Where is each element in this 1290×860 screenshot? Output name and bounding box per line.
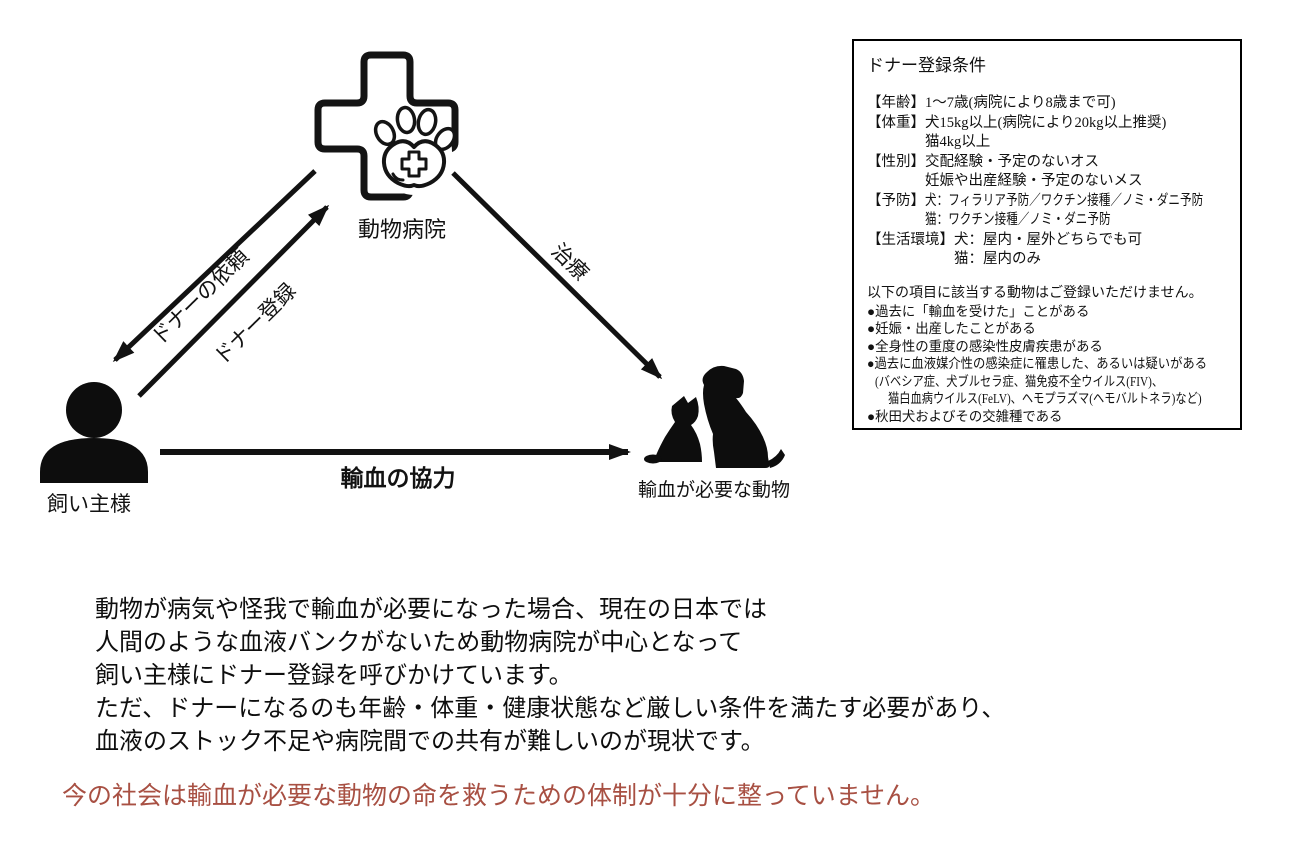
donor-box-title: ドナー登録条件 (867, 56, 986, 75)
exclusion-line: ●妊娠・出産したことがある (867, 321, 1036, 337)
condition-line: 猫4kg以上 (925, 134, 991, 150)
animals-label: 輸血が必要な動物 (638, 479, 790, 501)
exclusion-line: ●全身性の重度の感染性皮膚疾患がある (867, 338, 1103, 354)
description-line: 人間のような血液バンクがないため動物病院が中心となって (95, 630, 743, 656)
arrow-label-transfusion-cooperation: 輸血の協力 (341, 465, 456, 491)
cat-icon (644, 396, 702, 464)
animal-hospital-icon (314, 51, 459, 201)
description-paragraph: 動物が病気や怪我で輸血が必要になった場合、現在の日本では 人間のような血液バンク… (95, 594, 1005, 759)
owner-person-icon (40, 382, 148, 483)
arrow-donor-registration (137, 204, 330, 398)
description-line: 血液のストック不足や病院間での共有が難しいのが現状です。 (95, 729, 765, 755)
exclusion-intro: 以下の項目に該当する動物はご登録いただけません。 (867, 285, 1203, 301)
condition-line: 【予防】犬：フィラリア予防／ワクチン接種／ノミ・ダニ予防 (867, 192, 1204, 209)
owner-label: 飼い主様 (47, 492, 131, 516)
condition-line: 【生活環境】犬：屋内・屋外どちらでも可 (867, 231, 1143, 248)
exclusion-line: 猫白血病ウイルス(FeLV)、ヘモプラズマ(ヘモバルトネラ)など) (888, 391, 1202, 407)
exclusion-line: ●過去に「輸血を受けた」ことがある (867, 303, 1090, 319)
condition-line: 【性別】交配経験・予定のないオス (867, 153, 1099, 170)
dog-icon (702, 365, 785, 468)
condition-line: 【体重】犬15kg以上(病院により20kg以上推奨) (867, 114, 1167, 131)
arrow-label-donor-registration: ドナー登録 (209, 279, 301, 370)
arrow-donor-request (112, 169, 317, 363)
arrow-treatment (451, 171, 663, 380)
condition-line: 猫：ワクチン接種／ノミ・ダニ予防 (925, 212, 1111, 228)
description-line: ただ、ドナーになるのも年齢・体重・健康状態など厳しい条件を満たす必要があり、 (95, 696, 1006, 722)
condition-line: 【年齢】1～7歳(病院により8歳まで可) (867, 95, 1116, 111)
hospital-label: 動物病院 (358, 217, 446, 242)
exclusion-line: ●秋田犬およびその交雑種である (867, 409, 1063, 425)
plus-icon (400, 150, 428, 178)
transfusion-triangle-diagram: ドナーの依頼 ドナー登録 治療 輸血の協力 動物病院 飼い主様 (40, 51, 790, 516)
warning-text: 今の社会は輸血が必要な動物の命を救うための体制が十分に整っていません。 (62, 783, 936, 810)
donor-conditions-panel: ドナー登録条件 【年齢】1～7歳(病院により8歳まで可) 【体重】犬15kg以上… (852, 39, 1242, 430)
paw-icon (373, 105, 457, 195)
arrow-label-treatment: 治療 (547, 239, 594, 286)
description-line: 飼い主様にドナー登録を呼びかけています。 (95, 663, 573, 689)
condition-line: 妊娠や出産経験・予定のないメス (925, 173, 1143, 189)
condition-line: 猫：屋内のみ (954, 251, 1041, 267)
description-line: 動物が病気や怪我で輸血が必要になった場合、現在の日本では (95, 597, 767, 623)
exclusion-line: (バベシア症、犬ブルセラ症、猫免疫不全ウイルス(FIV)、 (875, 373, 1164, 389)
exclusion-line: ●過去に血液媒介性の感染症に罹患した、あるいは疑いがある (867, 356, 1208, 372)
